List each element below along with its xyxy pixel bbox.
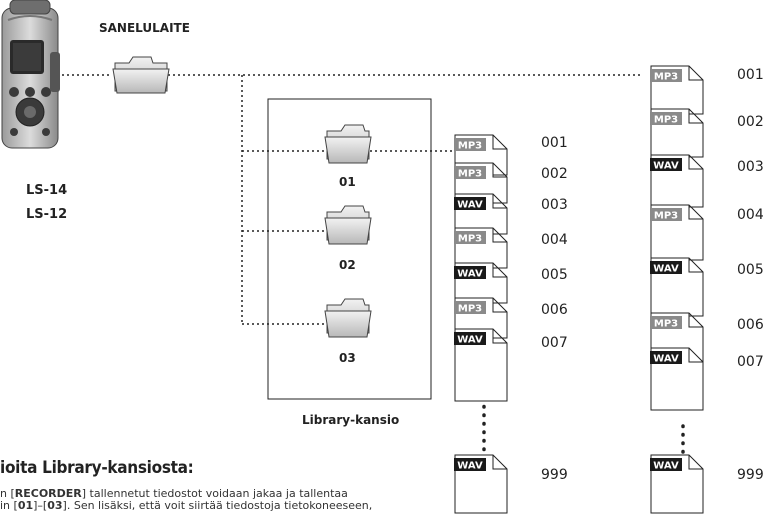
file-document-icon: WAV xyxy=(454,193,508,235)
file-document-icon: MP3 xyxy=(650,65,704,115)
format-badge xyxy=(454,166,486,179)
format-badge-label: WAV xyxy=(457,269,483,280)
folder-03-icon xyxy=(324,298,372,338)
file-number: 999 xyxy=(541,467,568,483)
format-badge xyxy=(650,112,682,125)
file-number: 001 xyxy=(541,135,568,151)
file-document-icon: MP3 xyxy=(454,162,508,204)
folder-01-label: 01 xyxy=(339,175,356,189)
format-badge xyxy=(454,197,486,210)
file-document-icon: MP3 xyxy=(454,297,508,339)
format-badge-label: MP3 xyxy=(458,304,482,315)
text-fragment: 03 xyxy=(47,499,63,512)
file-document-icon: WAV xyxy=(454,454,508,514)
format-badge-label: MP3 xyxy=(458,169,482,180)
format-badge xyxy=(454,301,486,314)
format-badge-label: MP3 xyxy=(458,141,482,152)
format-badge-label: MP3 xyxy=(654,72,678,83)
device-folder-icon xyxy=(112,56,170,94)
folder-02-label: 02 xyxy=(339,258,356,272)
format-badge xyxy=(454,332,486,345)
section-heading: ioita Library-kansiosta: xyxy=(0,458,194,478)
file-number: 001 xyxy=(737,67,764,83)
text-fragment: ]. Sen lisäksi, että voit siirtää tiedos… xyxy=(62,499,373,512)
recorder-device-icon xyxy=(1,0,60,149)
library-folder-label: Library-kansio xyxy=(302,413,400,427)
text-fragment: 01 xyxy=(17,499,34,512)
format-badge-label: MP3 xyxy=(654,319,678,330)
format-badge-label: MP3 xyxy=(458,234,482,245)
file-document-icon: WAV xyxy=(454,328,508,402)
section-body-line-2: in [01]–[03]. Sen lisäksi, että voit sii… xyxy=(0,500,372,512)
file-number: 999 xyxy=(737,467,764,483)
file-document-icon: WAV xyxy=(650,347,704,411)
format-badge xyxy=(650,458,682,471)
file-number: 005 xyxy=(541,267,568,283)
file-number: 004 xyxy=(541,232,568,248)
file-number: 004 xyxy=(737,207,764,223)
file-number: 003 xyxy=(541,197,568,213)
format-badge-label: WAV xyxy=(457,335,483,346)
format-badge xyxy=(650,351,682,364)
format-badge-label: WAV xyxy=(457,200,483,211)
format-badge xyxy=(650,208,682,221)
file-number: 002 xyxy=(737,114,764,130)
format-badge xyxy=(650,316,682,329)
file-number: 007 xyxy=(737,354,764,370)
format-badge-label: MP3 xyxy=(654,211,678,222)
format-badge xyxy=(454,231,486,244)
text-fragment: in [ xyxy=(0,499,18,512)
format-badge-label: WAV xyxy=(653,161,679,172)
file-document-icon: MP3 xyxy=(454,227,508,269)
format-badge-label: WAV xyxy=(457,461,483,472)
format-badge xyxy=(650,261,682,274)
library-folder-box xyxy=(267,98,432,400)
file-document-icon: WAV xyxy=(650,257,704,317)
format-badge xyxy=(454,138,486,151)
format-badge xyxy=(454,266,486,279)
device-label: SANELULAITE xyxy=(99,21,190,35)
text-fragment: n [ xyxy=(0,487,15,500)
file-number: 006 xyxy=(541,302,568,318)
text-fragment: ]–[ xyxy=(33,499,48,512)
format-badge-label: WAV xyxy=(653,264,679,275)
file-number: 006 xyxy=(737,317,764,333)
format-badge-label: WAV xyxy=(653,354,679,365)
file-document-icon: WAV xyxy=(650,454,704,514)
format-badge-label: WAV xyxy=(653,461,679,472)
file-document-icon: MP3 xyxy=(650,204,704,261)
file-document-icon: WAV xyxy=(454,262,508,304)
file-number: 007 xyxy=(541,335,568,351)
file-number: 003 xyxy=(737,159,764,175)
format-badge xyxy=(650,69,682,82)
file-number: 002 xyxy=(541,166,568,182)
connector-lines xyxy=(62,74,685,456)
text-fragment: RECORDER xyxy=(14,487,82,500)
format-badge xyxy=(650,158,682,171)
file-document-icon: WAV xyxy=(650,154,704,208)
folder-03-label: 03 xyxy=(339,351,356,365)
format-badge xyxy=(454,458,486,471)
folder-02-icon xyxy=(324,205,372,245)
format-badge-label: MP3 xyxy=(654,115,678,126)
model-label-2: LS-12 xyxy=(26,207,68,222)
text-fragment: ] tallennetut tiedostot voidaan jakaa ja… xyxy=(81,487,348,500)
model-label-1: LS-14 xyxy=(26,183,68,198)
section-body-line-1: n [RECORDER] tallennetut tiedostot voida… xyxy=(0,488,348,500)
folder-01-icon xyxy=(324,124,372,164)
file-document-icon: MP3 xyxy=(650,108,704,158)
file-number: 005 xyxy=(737,262,764,278)
